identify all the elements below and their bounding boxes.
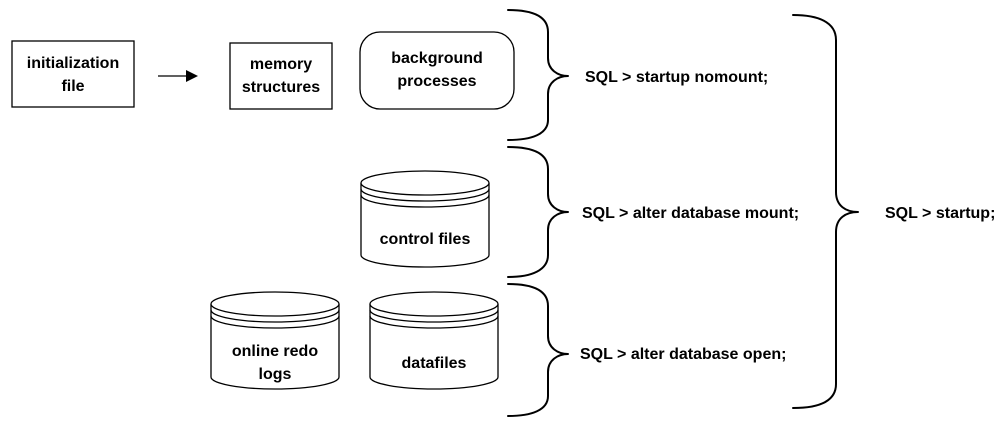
background-processes-label-line2: processes (397, 73, 476, 90)
command-startup-nomount: SQL > startup nomount; (585, 69, 768, 86)
initialization-file-label-line2: file (61, 78, 84, 95)
control-files-cylinder: control files (360, 170, 490, 268)
datafiles-label: datafiles (402, 355, 467, 372)
online-redo-logs-label-line2: logs (259, 366, 292, 383)
initialization-file-node: initialization file (11, 40, 135, 108)
datafiles-cylinder: datafiles (369, 291, 499, 390)
brace-mount (507, 146, 569, 278)
initialization-file-label-line1: initialization (27, 55, 119, 72)
online-redo-logs-cylinder: online redo logs (210, 291, 340, 390)
online-redo-logs-label-line1: online redo (232, 343, 318, 360)
command-startup: SQL > startup; (885, 205, 995, 222)
brace-nomount (507, 9, 569, 141)
memory-structures-node: memory structures (229, 42, 333, 110)
background-processes-label-line1: background (391, 50, 483, 67)
memory-structures-label-line2: structures (242, 79, 320, 96)
command-alter-database-open: SQL > alter database open; (580, 346, 786, 363)
brace-open (507, 283, 569, 417)
background-processes-node: background processes (359, 31, 515, 110)
command-alter-database-mount: SQL > alter database mount; (582, 205, 799, 222)
control-files-label: control files (380, 231, 471, 248)
memory-structures-label-line1: memory (250, 56, 312, 73)
arrow-init-to-memory (158, 70, 198, 82)
brace-startup (792, 14, 859, 409)
